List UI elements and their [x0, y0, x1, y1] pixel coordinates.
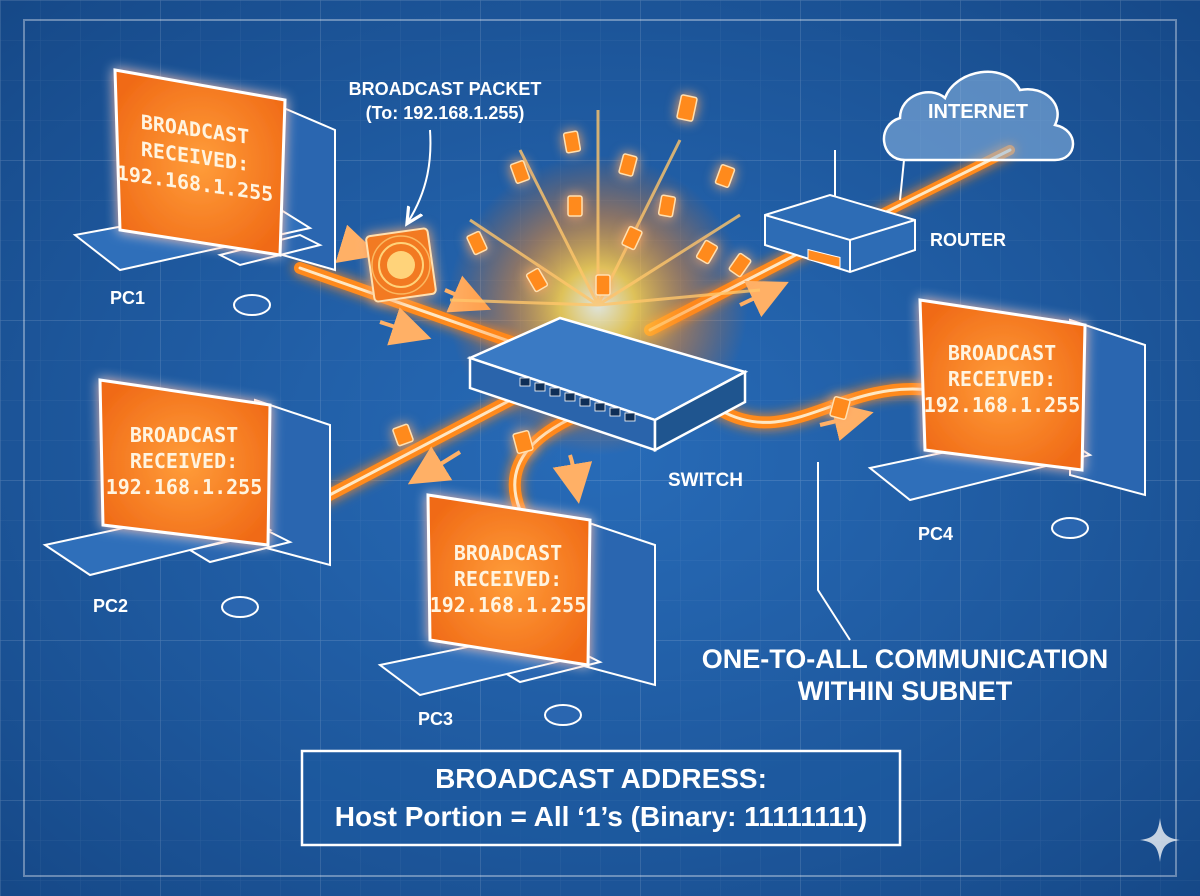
flow-arrow	[819, 402, 874, 441]
packet-icon	[618, 153, 638, 177]
sparkle-icon	[1140, 818, 1180, 862]
packet-icon	[562, 130, 582, 154]
cloud-icon	[882, 70, 1075, 162]
caption-line1: BROADCAST ADDRESS:	[435, 763, 767, 794]
packet-icon	[714, 164, 736, 188]
pc3-screen-line3: 192.168.1.255	[430, 593, 587, 617]
pc3-screen-line2: RECEIVED:	[454, 567, 562, 591]
packet-icon	[509, 160, 531, 184]
packet-label-line2: (To: 192.168.1.255)	[366, 103, 525, 123]
pc2: BROADCAST RECEIVED: 192.168.1.255 PC2	[42, 378, 331, 618]
note-pointer	[817, 462, 851, 641]
packet-icon	[392, 423, 414, 447]
pc4-screen-line3: 192.168.1.255	[924, 393, 1081, 417]
pc3-label: PC3	[418, 709, 453, 729]
packet-icon	[829, 395, 851, 421]
pc2-screen	[98, 378, 272, 547]
note-line1: ONE-TO-ALL COMMUNICATION	[702, 644, 1108, 674]
packet-icon	[567, 195, 583, 217]
pc1-screen	[113, 68, 287, 257]
note-line2: WITHIN SUBNET	[798, 676, 1013, 706]
pc4-screen-line1: BROADCAST	[948, 341, 1056, 365]
flow-arrow	[379, 307, 432, 346]
switch-label: SWITCH	[668, 470, 743, 491]
router-icon	[764, 150, 916, 274]
pc1-label: PC1	[110, 288, 145, 308]
flow-arrow	[335, 224, 380, 263]
packet-icon	[676, 94, 698, 122]
switch-icon	[466, 316, 749, 453]
pc1: BROADCAST RECEIVED: 192.168.1.255 PC1	[72, 68, 336, 316]
packet-icon	[512, 429, 534, 455]
pc2-screen-line3: 192.168.1.255	[106, 475, 263, 499]
packet-icon	[657, 194, 677, 218]
flow-arrow	[552, 454, 593, 504]
flow-arrows	[335, 224, 874, 504]
pc2-label: PC2	[93, 596, 128, 616]
packet-icon	[728, 252, 752, 278]
pc2-screen-line1: BROADCAST	[130, 423, 238, 447]
internet-cloud: INTERNET	[882, 70, 1075, 162]
pc4-screen-line2: RECEIVED:	[948, 367, 1056, 391]
pc4: BROADCAST RECEIVED: 192.168.1.255 PC4	[867, 298, 1146, 544]
packet-pointer	[408, 129, 432, 222]
packets	[392, 94, 851, 455]
packet-icon	[595, 274, 611, 296]
internet-label: INTERNET	[928, 101, 1028, 123]
broadcast-packet	[365, 227, 437, 303]
pc3-screen-line1: BROADCAST	[454, 541, 562, 565]
caption-line2: Host Portion = All ‘1’s (Binary: 1111111…	[335, 801, 868, 832]
packet-icon	[525, 267, 549, 293]
caption-box: BROADCAST ADDRESS: Host Portion = All ‘1…	[300, 749, 902, 847]
pc4-screen	[918, 298, 1087, 472]
computer-icon	[867, 318, 1146, 539]
pc3-screen	[426, 493, 592, 667]
router-label: ROUTER	[930, 230, 1006, 250]
packet-icon	[695, 239, 719, 265]
pc4-label: PC4	[918, 524, 953, 544]
packet-label-line1: BROADCAST PACKET	[349, 79, 542, 99]
computer-icon	[377, 518, 656, 726]
pc2-screen-line2: RECEIVED:	[130, 449, 238, 473]
pc3: BROADCAST RECEIVED: 192.168.1.255 PC3	[377, 493, 656, 729]
flow-arrow	[407, 446, 462, 485]
packet-icon	[466, 230, 488, 256]
packet-icon	[621, 225, 643, 251]
blueprint-frame	[23, 19, 1177, 877]
